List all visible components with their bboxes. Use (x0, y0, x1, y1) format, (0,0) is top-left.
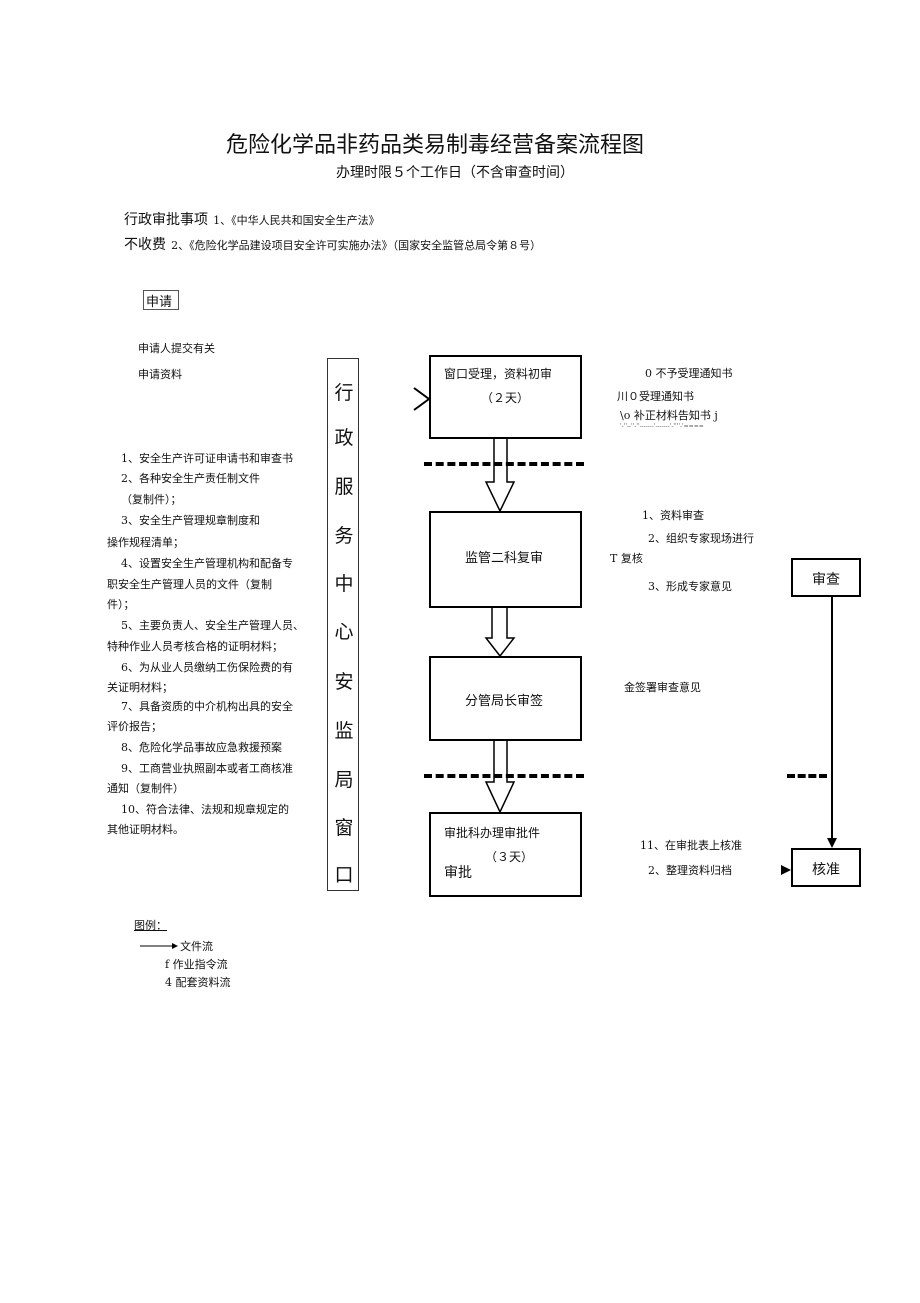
review-note-2: 2、组织专家现场进行 (648, 532, 754, 545)
note-supplement: \o 补正材料告知书 j (620, 409, 718, 422)
hollow-arrow-1 (484, 437, 516, 513)
material-item: 1、安全生产许可证申请书和审查书 (121, 452, 293, 465)
material-item: 件）； (107, 598, 135, 611)
material-item: （复制件）； (121, 493, 182, 506)
material-item: 10、符合法律、法规和规章规定的 (121, 803, 289, 816)
dashed-separator-1 (424, 462, 584, 466)
step-4-line-2: （３天） (485, 850, 534, 864)
apply-label: 申请 (146, 295, 173, 310)
sign-note: 金签署审查意见 (624, 681, 701, 694)
material-item: 特种作业人员考核合格的证明材料； (107, 640, 283, 653)
material-item: 职安全生产管理人员的文件（复制 (107, 578, 272, 591)
window-char: 局 (334, 769, 354, 791)
review-label: 审查 (812, 572, 840, 588)
header-line-2-label: 不收费 (124, 237, 166, 253)
header-line-1: 行政审批事项 1、《中华人民共和国安全生产法》 (124, 209, 380, 229)
material-item: 4、设置安全生产管理机构和配备专 (121, 557, 293, 570)
material-item: 操作规程清单； (107, 536, 184, 549)
page-subtitle: 办理时限５个工作日（不含审查时间） (336, 165, 574, 181)
review-box: 审查 (791, 558, 861, 597)
applicant-note-line-1: 申请人提交有关 (138, 342, 215, 355)
step-3-label: 分管局长审签 (465, 694, 544, 709)
window-char: 行 (334, 382, 354, 404)
step-supervision-review-box: 监管二科复审 (429, 511, 582, 608)
applicant-note-line-2: 申请资料 (138, 368, 182, 381)
material-item: 其他证明材料。 (107, 823, 184, 836)
window-char: 政 (334, 427, 354, 449)
note-not-accepted: 0 不予受理通知书 (645, 367, 733, 380)
step-4-line-3: 审批 (444, 865, 472, 881)
window-char: 安 (334, 671, 354, 693)
dashed-separator-2 (424, 774, 584, 778)
legend-file-flow-arrowhead (172, 943, 178, 949)
material-item: 5、主要负责人、安全生产管理人员、 (121, 619, 304, 632)
material-item: 关证明材料； (107, 681, 173, 694)
review-to-approve-arrowhead (827, 838, 837, 848)
window-char: 口 (334, 864, 354, 886)
material-item: 3、安全生产管理规章制度和 (121, 514, 260, 527)
window-char: 监 (334, 720, 354, 742)
input-arrow (413, 387, 431, 411)
approve-label: 核准 (812, 862, 840, 878)
material-item: 7、具备资质的中介机构出具的安全 (121, 700, 293, 713)
material-item: 8、危险化学品事故应急救援预案 (121, 741, 282, 754)
material-item: 评价报告； (107, 720, 162, 733)
apply-box (143, 290, 179, 310)
step-1-line-1: 窗口受理，资料初审 (444, 367, 553, 381)
window-char: 窗 (334, 817, 354, 839)
legend-title: 图例： (134, 919, 167, 932)
window-char: 务 (334, 525, 354, 547)
note-accepted: 川０受理通知书 (617, 390, 694, 403)
hollow-arrow-2 (484, 606, 516, 658)
approve-box: 核准 (791, 848, 861, 887)
header-line-1-text: 1、《中华人民共和国安全生产法》 (213, 214, 380, 227)
dashed-separator-3 (787, 774, 827, 778)
review-note-3: 3、形成专家意见 (648, 580, 732, 593)
note-supplement-underline: '-''--''-''-------'-------'-''''-'==== (620, 423, 704, 430)
approve-note-2: 2、整理资料归档 (648, 864, 732, 877)
material-item: 2、各种安全生产责任制文件 (121, 472, 260, 485)
material-item: 9、工商营业执照副本或者工商核准 (121, 762, 293, 775)
header-line-2-text: 2、《危险化学品建设项目安全许可实施办法》（国家安全监管总局令第８号） (171, 239, 542, 252)
step-1-line-2: （２天） (481, 391, 530, 405)
step-approval-box: 审批科办理审批件 （３天） 审批 (429, 812, 582, 897)
page-title: 危险化学品非药品类易制毒经营备案流程图 (225, 133, 644, 158)
header-line-1-label: 行政审批事项 (124, 212, 208, 228)
header-line-2: 不收费 2、《危险化学品建设项目安全许可实施办法》（国家安全监管总局令第８号） (124, 234, 541, 254)
step-director-sign-box: 分管局长审签 (429, 656, 582, 741)
service-center-window-box (327, 358, 359, 891)
window-char: 心 (334, 621, 354, 643)
legend-item-file-flow: 文件流 (180, 940, 213, 953)
legend-item-command-flow: f 作业指令流 (165, 958, 228, 971)
approve-input-arrowhead (781, 865, 791, 875)
approve-note-1: 11、在审批表上核准 (640, 839, 742, 852)
review-note-1: 1、资料审查 (642, 509, 704, 522)
legend-item-support-flow: 4 配套资料流 (165, 976, 231, 989)
material-item: 6、为从业人员缴纳工伤保险费的有 (121, 661, 293, 674)
window-char: 中 (334, 573, 354, 595)
window-char: 服 (334, 476, 354, 498)
step-window-accept-box: 窗口受理，资料初审 （２天） (429, 355, 582, 439)
step-4-line-1: 审批科办理审批件 (444, 826, 541, 840)
review-note-2b: T 复核 (610, 552, 643, 565)
step-2-label: 监管二科复审 (465, 551, 544, 566)
material-item: 通知（复制件） (107, 782, 184, 795)
